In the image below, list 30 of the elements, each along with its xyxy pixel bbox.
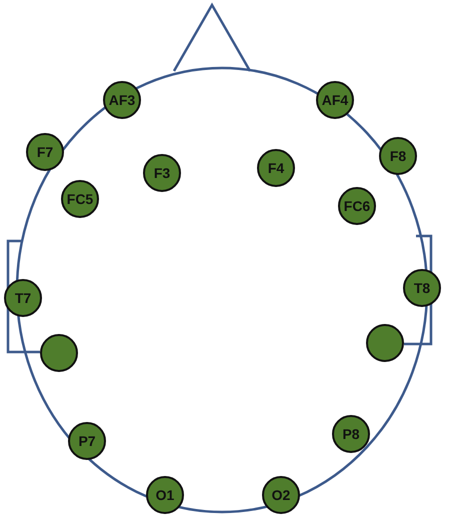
electrode-label: AF4 <box>322 92 348 108</box>
electrode-circle <box>403 269 441 307</box>
electrode-circle <box>40 334 78 372</box>
electrode-label: AF3 <box>108 92 136 108</box>
electrode-circle <box>143 154 181 192</box>
electrode-circle <box>332 415 370 453</box>
electrode-circle <box>379 137 417 175</box>
electrode-circle <box>338 187 376 225</box>
electrode-label: F4 <box>268 160 284 176</box>
electrode-circle <box>103 81 141 119</box>
electrode-label: P7 <box>78 433 96 449</box>
electrode-circle <box>366 324 404 362</box>
electrode-circle <box>61 180 99 218</box>
electrode-label: O1 <box>156 487 174 503</box>
electrode-label: F7 <box>36 144 54 160</box>
electrode-circle <box>262 476 300 514</box>
electrode-circle <box>146 476 184 514</box>
electrode-label: O2 <box>272 487 290 503</box>
electrode-label: F3 <box>154 165 170 181</box>
electrode-circle <box>68 422 106 460</box>
electrode-label: T8 <box>414 280 430 296</box>
electrode-label: F8 <box>390 148 406 164</box>
electrode-circle <box>257 149 295 187</box>
electrode-circle <box>26 133 64 171</box>
electrode-label: FC6 <box>344 198 370 214</box>
electrode-circle <box>316 81 354 119</box>
electrode-label: FC5 <box>66 191 94 207</box>
electrode-label: P8 <box>342 426 360 442</box>
electrode-circle <box>4 279 42 317</box>
electrode-label: T7 <box>14 290 32 306</box>
